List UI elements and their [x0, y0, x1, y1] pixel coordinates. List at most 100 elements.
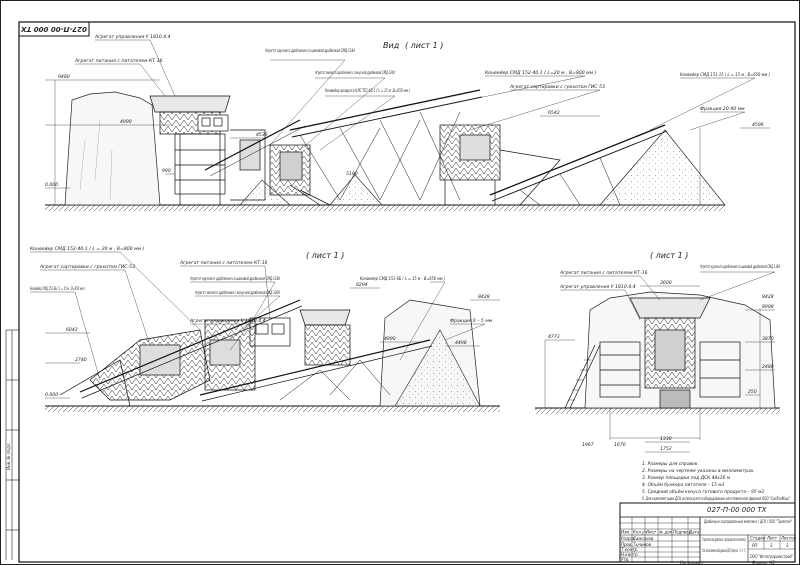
tb-code: 027-П-00 000 ТХ — [707, 506, 767, 514]
view-bl-sheet-ref: ( лист 1 ) — [306, 251, 344, 260]
leaders-bl — [30, 251, 486, 381]
label-conveyor-return: Конвейер возврата КЛС ТЕ1-60.1 ( L = 15 … — [325, 88, 410, 94]
tb-sheet-h: Лист — [766, 536, 778, 541]
tb-org: ООО "Интеграроекстрой" — [750, 554, 793, 559]
tb-col-1: Кол.уч. — [633, 530, 648, 535]
dim-top-1: 4990 — [120, 119, 132, 125]
label-control-unit: Агрегат управления У 1810.4.4 — [94, 34, 171, 40]
tb-col-2: Лист — [645, 530, 657, 535]
view-br-sheet-ref: ( лист 1 ) — [650, 251, 688, 260]
tb-sheet: 3 — [770, 543, 773, 548]
tb-role-2: Т.контр. — [621, 547, 638, 552]
rock-face-top — [64, 91, 161, 206]
left-margin-strip: Инв. № подл. — [5, 329, 19, 560]
note-2: 3. Размер площадки под ДСК 48х16 м — [642, 475, 731, 481]
label-feed-unit: Агрегат питания с питателем КТ-16 — [74, 58, 163, 64]
dim-top-4: 0.000 — [45, 182, 58, 188]
dim-top-2: 4536 — [256, 132, 268, 138]
tb-role-1: Пров. — [621, 542, 633, 547]
dim-br-8: 1330 — [660, 436, 672, 442]
tb-name-0: Самсонов — [633, 536, 654, 541]
feed-structure-top — [149, 95, 306, 205]
leaders-top — [75, 39, 756, 151]
note-1: 2. Размеры на чертеже указаны в миллимет… — [642, 468, 755, 474]
dim-top-5: 5190 — [346, 171, 358, 177]
label-sort-unit: Агрегат сортировки с грохотом ГИС-53 — [509, 84, 605, 90]
dim-bl-1: 8428 — [478, 294, 490, 300]
tb-project: Дробильно-сортировочный комплекс ( ДСК )… — [703, 519, 792, 524]
tb-role-0: Разраб. — [621, 536, 637, 541]
dim-bl-5: 4990 — [384, 336, 396, 342]
dim-bl-3: 2740 — [75, 357, 87, 363]
view-top: Вид ( лист 1 ) — [45, 34, 770, 211]
pile-bl — [394, 329, 481, 407]
label-fine-crush: Агрегат мелкого дробления с конусной дро… — [314, 70, 395, 76]
tb-col-3: № док. — [658, 530, 673, 535]
label-bl-feed-unit: Агрегат питания с питателем КТ-16 — [179, 260, 268, 266]
dim-bl-6: 4498 — [455, 340, 467, 346]
dim-br-2: 8998 — [762, 304, 774, 310]
stamp-code: 027-П-00 000 ТХ — [21, 25, 87, 33]
dim-br-1: 8428 — [762, 294, 774, 300]
label-bl-fine: Агрегат мелкого дробления с конусной дро… — [194, 290, 280, 296]
notes-block: 1. Размеры для справок. 2. Размеры на че… — [642, 461, 790, 502]
dim-br-5: 2480 — [762, 364, 774, 370]
ground-hatch-top — [45, 205, 725, 211]
label-conveyor-right: Конвейер СМД 151-15 ( L = 15 м , B=650 м… — [680, 72, 770, 78]
dim-bl-0: 8294 — [356, 282, 368, 288]
tb-name-1: Тычинов — [633, 542, 652, 547]
label-bl-control: Агрегат управления У 1810.4.4 — [189, 318, 266, 324]
dim-top-6: 6542 — [548, 110, 560, 116]
dim-br-7: 1670 — [614, 442, 626, 448]
side-tag: Инв. № подл. — [6, 442, 11, 470]
tb-stage-h: Стадия — [750, 536, 766, 541]
dim-br-0: 3600 — [660, 280, 672, 286]
dims-top-lines — [45, 79, 770, 205]
dims-bl-lines — [45, 287, 500, 399]
structures-bl — [59, 299, 433, 407]
label-bl-conveyor-left: Конвейер СМД 151-6Б ( L = 15 м , B=650 м… — [30, 286, 85, 292]
tb-sheet-name: Строительство дробильно- сортировочного … — [702, 537, 746, 542]
note-4: 5. Средний объём конуса готового продукт… — [642, 489, 764, 495]
dim-top-7: 4596 — [752, 122, 764, 128]
sorter-top — [439, 124, 561, 206]
note-0: 1. Размеры для справок. — [642, 461, 699, 467]
label-conveyor-main: Конвейер СМД 152-40.1 ( L=20 м , В=800 м… — [485, 70, 597, 76]
note-3: 4. Объём бункера питателя – 15 м3 — [642, 482, 725, 488]
label-bl-fraction: Фракция 0 – 5 мм — [450, 318, 493, 324]
label-br-control: Агрегат управления У 1810.4.4 — [559, 284, 636, 290]
pile-top-right — [599, 129, 726, 206]
dim-br-4: 3870 — [762, 336, 774, 342]
label-br-feed-unit: Агрегат питания с питателем КТ-16 — [559, 270, 648, 276]
tb-sheets-h: Листов — [780, 536, 797, 541]
tb-role-4: Утв. — [621, 557, 629, 562]
dim-bl-2: 6043 — [66, 327, 78, 333]
view-bottom-left: ( лист 1 ) — [30, 246, 500, 412]
tb-copied: Копировал — [680, 560, 703, 565]
structures-br — [564, 297, 741, 409]
dim-top-3: 990 — [162, 168, 171, 174]
dim-br-3: 4773 — [548, 334, 560, 340]
inner-border — [18, 21, 796, 563]
dim-bl-4: 0.000 — [45, 392, 58, 398]
label-bl-sort-unit: Агрегат сортировки с грохотом ГИС-53 — [39, 264, 135, 270]
crusher-block-top — [269, 144, 331, 206]
label-fraction-top: Фракция 20-40 мм — [700, 106, 745, 112]
dim-br-9: 1752 — [660, 446, 672, 452]
title-block: 027-П-00 000 ТХ Дробильно-сортировочный … — [619, 502, 797, 565]
tb-col-5: Дата — [688, 530, 700, 535]
note-5: 6. Для комплектации ДСК используется обо… — [642, 496, 790, 502]
label-bl-coarse: Агрегат крупного дробления со щековой др… — [189, 276, 280, 282]
tb-format: Формат А3 — [752, 560, 775, 565]
label-coarse-crush: Агрегат крупного дробления со щековой др… — [264, 48, 355, 54]
dim-top-0: 9480 — [58, 74, 70, 80]
view-bottom-right: ( лист 1 ) — [535, 251, 780, 453]
tb-col-4: Подпись — [673, 530, 692, 535]
conveyor-right-top — [489, 124, 668, 206]
dim-br-6: 1967 — [582, 442, 594, 448]
label-bl-conveyor-top: Конвейер СМД 152-40.1 ( L = 20 м , B=800… — [30, 246, 144, 252]
tb-role-3: Н.контр. — [621, 552, 639, 557]
title-block-grid — [619, 502, 796, 563]
label-br-coarse: Агрегат крупного дробления со щековой др… — [699, 264, 780, 270]
